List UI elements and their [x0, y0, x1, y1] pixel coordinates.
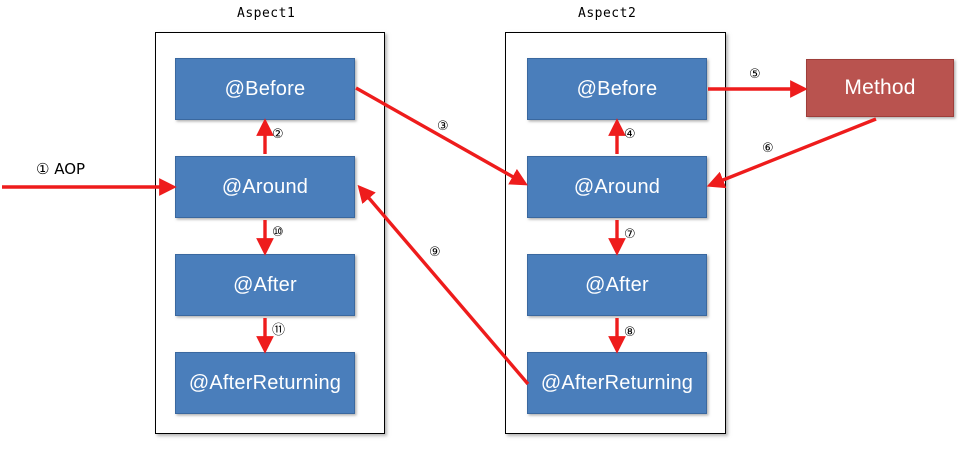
step-label-8: ⑧: [624, 325, 636, 340]
aspect2-box-around[interactable]: @Around: [527, 156, 707, 218]
arrow-6: [706, 117, 877, 189]
step-label-5: ⑤: [749, 67, 761, 82]
step-label-6: ⑥: [762, 141, 774, 156]
step-label-1: ① AOP: [36, 160, 86, 178]
aspect2-title: Aspect2: [578, 6, 637, 21]
aspect1-box-before[interactable]: @Before: [175, 58, 355, 120]
aspect2-box-after[interactable]: @After: [527, 254, 707, 316]
aspect1-box-before-label: @Before: [224, 77, 306, 100]
aspect2-box-after-returning[interactable]: @AfterReturning: [527, 352, 707, 414]
aspect1-title: Aspect1: [237, 6, 296, 21]
step-label-2: ②: [272, 127, 284, 142]
step-label-11: ⑪: [272, 323, 286, 338]
aspect1-box-after[interactable]: @After: [175, 254, 355, 316]
aspect2-box-after-returning-label: @AfterReturning: [540, 371, 694, 394]
step-label-10: ⑩: [272, 225, 284, 240]
aspect1-box-after-returning[interactable]: @AfterReturning: [175, 352, 355, 414]
aspect1-box-after-returning-label: @AfterReturning: [188, 371, 342, 394]
aspect1-box-after-label: @After: [233, 273, 297, 296]
step-label-4: ④: [624, 127, 636, 142]
aspect2-box-after-label: @After: [585, 273, 649, 296]
step-label-3: ③: [437, 119, 449, 134]
aspect1-box-around[interactable]: @Around: [175, 156, 355, 218]
aspect2-box-before-label: @Before: [576, 77, 658, 100]
aspect1-box-around-label: @Around: [221, 175, 309, 198]
step-label-7: ⑦: [624, 227, 636, 242]
aspect2-box-around-label: @Around: [573, 175, 661, 198]
method-box[interactable]: Method: [806, 59, 954, 117]
arrow-9: [357, 184, 530, 386]
step-label-9: ⑨: [429, 245, 441, 260]
aspect2-box-before[interactable]: @Before: [527, 58, 707, 120]
method-box-label: Method: [844, 76, 916, 99]
